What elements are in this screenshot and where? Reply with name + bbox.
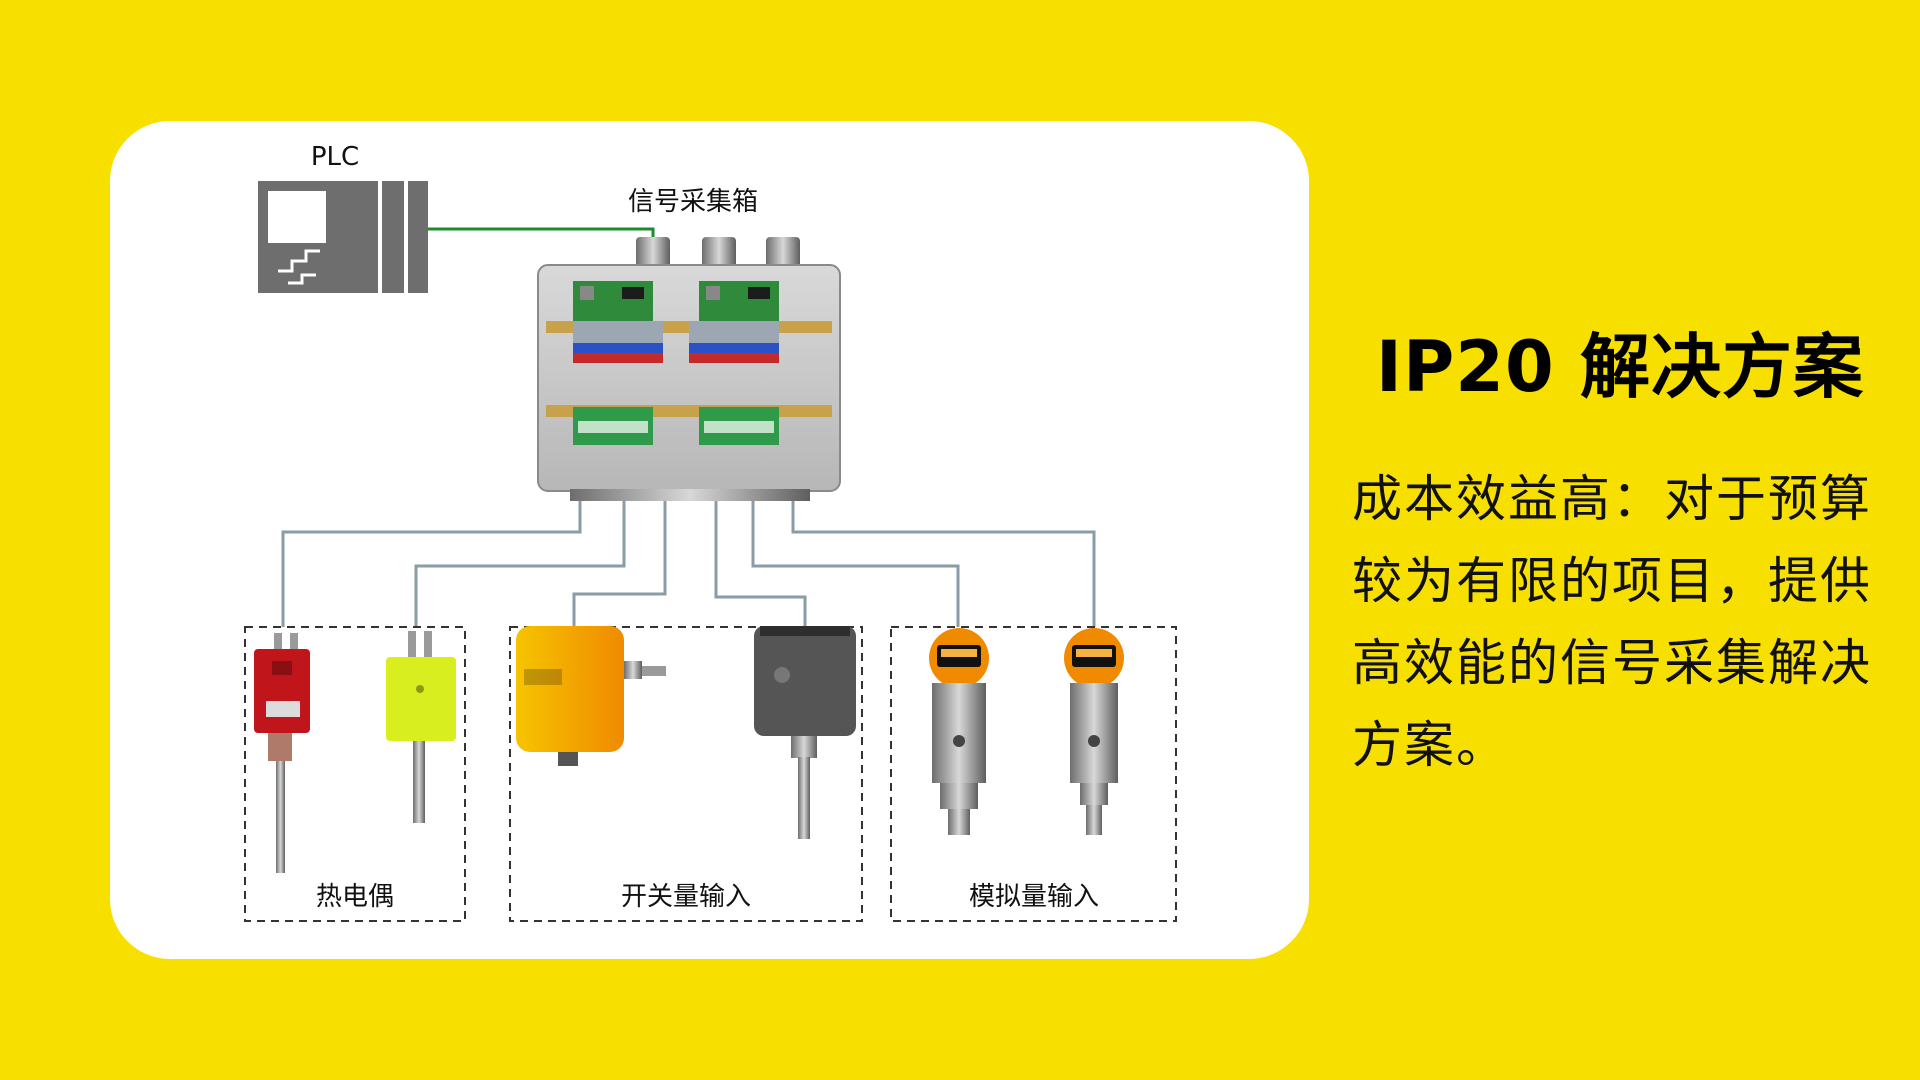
plc-screen — [268, 191, 326, 243]
group-analog: 模拟量输入 — [890, 626, 1177, 922]
group-thermocouple-label: 热电偶 — [316, 882, 394, 912]
pressure-transmitter-2 — [1064, 628, 1124, 835]
box-label: 信号采集箱 — [628, 187, 758, 217]
group-switch: 开关量输入 — [509, 626, 863, 922]
pressure-transmitter-1 — [929, 628, 989, 835]
plc-ladder-icon-2 — [288, 273, 316, 285]
wire-thermocouple-1 — [281, 501, 582, 627]
group-analog-frame — [890, 626, 1177, 922]
plc-ladder-icon — [278, 249, 320, 273]
cable-glands-bottom — [570, 489, 810, 501]
system-diagram: PLC 信号采集箱 — [244, 142, 1177, 922]
plc-device: PLC — [258, 142, 428, 293]
group-analog-label: 模拟量输入 — [969, 882, 1099, 912]
plc-label: PLC — [311, 142, 359, 172]
group-switch-label: 开关量输入 — [621, 882, 751, 912]
group-thermocouple: 热电偶 — [244, 626, 466, 922]
wire-switch-1 — [572, 501, 667, 627]
plc-module-2 — [408, 181, 428, 293]
thermocouple-yellow-sensor — [386, 631, 456, 823]
io-module-left — [573, 281, 663, 445]
level-switch-sensor — [754, 626, 856, 839]
thermocouple-red-sensor — [254, 633, 310, 873]
flow-switch-sensor — [516, 626, 666, 766]
group-switch-frame — [509, 626, 863, 922]
wire-switch-2 — [714, 501, 807, 627]
wire-analog-2 — [791, 501, 1096, 627]
solution-title: IP20 解决方案 — [1375, 326, 1865, 408]
solution-description: 成本效益高：对于预算较为有限的项目，提供高效能的信号采集解决方案。 — [1352, 470, 1872, 774]
sensor-wires — [281, 501, 1096, 627]
wire-thermocouple-2 — [414, 501, 626, 627]
plc-connection-wire — [428, 227, 655, 249]
group-thermocouple-frame — [244, 626, 466, 922]
plc-module-1 — [382, 181, 404, 293]
io-module-right — [689, 281, 779, 445]
signal-collection-box: 信号采集箱 — [537, 187, 841, 501]
diagram-card: PLC 信号采集箱 — [110, 121, 1309, 959]
wire-analog-1 — [751, 501, 960, 627]
